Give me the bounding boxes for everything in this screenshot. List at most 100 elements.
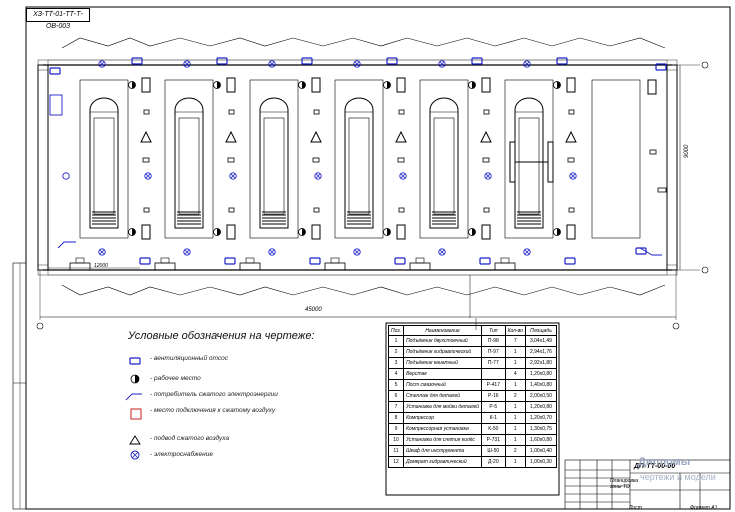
- electric-icon: [523, 248, 531, 256]
- electric-icon: [268, 60, 276, 68]
- spec-cell: Компрессор: [403, 412, 483, 424]
- electric-icon: [353, 248, 361, 256]
- bay-outline: [249, 79, 299, 239]
- trolley: [245, 257, 255, 264]
- spec-cell: 1,20х0,80: [524, 401, 558, 413]
- equipment-box: [649, 149, 657, 155]
- equipment-box: [227, 157, 235, 163]
- spec-cell: 8: [387, 412, 405, 424]
- equipment-box: [228, 207, 235, 213]
- spec-cell: К-1: [481, 412, 506, 424]
- spec-cell: 1,60х0,80: [524, 434, 558, 446]
- spec-cell: Р-5: [481, 401, 506, 413]
- watermark-line1: Дипломы: [638, 456, 691, 468]
- air-supply-icon: [565, 130, 577, 143]
- legend-title: Условные обозначения на чертеже:: [128, 330, 315, 342]
- spec-cell: Подъёмник канатный: [403, 357, 483, 369]
- roof-outline-top: [61, 37, 666, 49]
- electric-icon: [315, 173, 321, 179]
- electric-icon: [314, 172, 322, 180]
- spec-cell: 4: [387, 368, 405, 380]
- spec-cell: 3: [387, 357, 405, 369]
- spec-cell: Установка для мойки деталей: [403, 401, 483, 413]
- equipment-box: [483, 207, 490, 213]
- spec-cell: 2: [504, 390, 526, 402]
- trolley: [415, 257, 425, 264]
- legend-item-power: - потребитель сжатого электроэнергии: [150, 391, 278, 398]
- hoist-post: [509, 141, 516, 183]
- door-icon: [49, 94, 63, 116]
- spec-cell: 1,20х0,70: [524, 412, 558, 424]
- vent-icon: [224, 257, 236, 265]
- workplace-icon: [472, 81, 476, 89]
- electric-icon: [229, 172, 237, 180]
- legend-item-air-connection: - место подключения к сжатому воздуху: [150, 407, 276, 414]
- spec-cell: 2,00х0,50: [524, 390, 558, 402]
- sheet-label: Лист: [629, 505, 642, 511]
- equipment-box: [226, 77, 236, 93]
- spec-cell: 11: [387, 445, 405, 457]
- workplace-icon: [387, 228, 391, 236]
- spec-cell: 5: [387, 379, 405, 391]
- trolley: [500, 257, 510, 264]
- spec-cell: 2,92х1,80: [524, 357, 558, 369]
- vent-icon: [131, 57, 143, 65]
- spec-cell: 4: [504, 368, 526, 380]
- spec-cell: 1,00х0,30: [524, 456, 558, 468]
- trolley: [330, 257, 340, 264]
- trolley: [154, 262, 176, 271]
- spec-cell: Компрессорная установка: [403, 423, 483, 435]
- equipment-box: [568, 109, 575, 115]
- spec-cell: Подъёмник гидравлический: [403, 346, 483, 358]
- air-supply-icon: [480, 130, 492, 143]
- equipment-box: [141, 77, 151, 93]
- vehicle-outline: [89, 97, 119, 229]
- spec-cell: 7: [387, 401, 405, 413]
- bay-outline: [79, 79, 129, 239]
- vehicle-frame: [178, 117, 200, 215]
- vehicle-frame: [93, 117, 115, 215]
- air-supply-icon: [140, 130, 152, 143]
- power-consumer-icon: [57, 241, 76, 249]
- vent-icon: [309, 257, 321, 265]
- vehicle-frame: [518, 117, 540, 215]
- vehicle-outline: [174, 97, 204, 229]
- trolley: [239, 262, 261, 271]
- equipment-box: [143, 207, 150, 213]
- spec-cell: Пост смазочный: [403, 379, 483, 391]
- vehicle-outline: [514, 97, 544, 229]
- electric-icon: [485, 173, 491, 179]
- vent-icon: [479, 257, 491, 265]
- spec-cell: [481, 368, 506, 380]
- spec-cell: Домкрат гидравлический: [403, 456, 483, 468]
- spec-cell: 1: [504, 456, 526, 468]
- spec-cell: 1: [504, 379, 526, 391]
- power-consumer-icon: [639, 247, 662, 256]
- equipment-box: [312, 157, 320, 163]
- electric-icon: [184, 61, 190, 67]
- spec-frame: [385, 322, 560, 496]
- bay-outline: [504, 79, 554, 239]
- equipment-box: [228, 109, 235, 115]
- equipment-box: [397, 157, 405, 163]
- electric-icon: [399, 172, 407, 180]
- drawing-code: ХЗ-ТТ-01-ТТ-Т-ОВ-003: [26, 8, 90, 30]
- electric-icon: [438, 248, 446, 256]
- legend-symbols: [125, 357, 142, 460]
- vehicle-frame: [263, 117, 285, 215]
- legend-item-workplace: - рабочее место: [150, 375, 201, 382]
- air-supply-icon: [225, 130, 237, 143]
- spec-cell: 10: [387, 434, 405, 446]
- bay-outline: [164, 79, 214, 239]
- vehicle-frame: [433, 117, 455, 215]
- trolley: [75, 257, 85, 264]
- air-supply-legend-icon: [129, 435, 141, 445]
- left-wall: [37, 64, 49, 271]
- frame-border: [25, 6, 731, 510]
- stamp-subtitle: Планировка зоны ТО: [610, 478, 639, 490]
